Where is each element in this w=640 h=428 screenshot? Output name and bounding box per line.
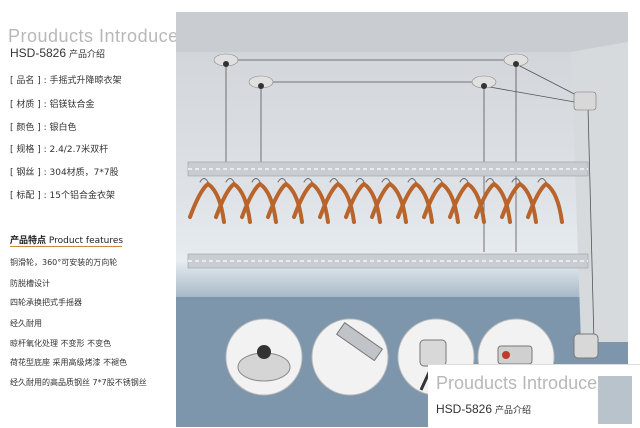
feature-item: 经久耐用的高品质钢丝 7*7股不锈钢丝 [10, 378, 147, 387]
card-model-caption: 产品介绍 [495, 405, 532, 415]
spec-item: [ 规格 ] : 2.4/2.7米双杆 [10, 145, 109, 155]
feature-item: 防脱槽设计 [10, 279, 50, 288]
model-number: HSD-5826 [10, 46, 67, 60]
spec-item: [ 材质 ] : 铝镁钛合金 [10, 100, 95, 110]
spec-item: [ 钢丝 ] : 304材质，7*7股 [10, 168, 119, 178]
ceiling [176, 12, 628, 52]
card-image-swatch [598, 376, 632, 424]
ceiling-pulleys [213, 53, 597, 111]
hangers [188, 178, 564, 224]
model-caption: 产品介绍 [69, 49, 106, 59]
feature-item: 晾杆氧化处理 不变形 不变色 [10, 339, 112, 348]
features-title-en: Product features [48, 236, 124, 246]
features-underline [10, 246, 122, 247]
rod-detail [311, 318, 389, 396]
feature-item: 铜滑轮，360°可安装的万向轮 [10, 258, 118, 267]
features-title-cn: 产品特点 [10, 236, 47, 246]
product-photo [176, 12, 628, 427]
spec-item: [ 颜色 ] : 银白色 [10, 123, 77, 133]
feature-item: 荷花型底座 采用高级烤漆 不褪色 [10, 358, 128, 367]
feature-item: 四轮承换把式手摇器 [10, 298, 82, 307]
winder-box [573, 333, 599, 359]
spec-item: [ 标配 ] : 15个铝合金衣架 [10, 191, 115, 201]
feature-item: 经久耐用 [10, 319, 42, 328]
card-model-number: HSD-5826 [436, 402, 493, 416]
header-title: Prouducts Introduce [8, 26, 179, 46]
spec-item: [ 品名 ] : 手摇式升降晾衣架 [10, 76, 122, 86]
card-title: Prouducts Introduce [436, 373, 598, 393]
drying-rack-illustration [176, 12, 628, 427]
features-heading: 产品特点 Product features [10, 233, 123, 246]
wall-corner [571, 42, 628, 342]
